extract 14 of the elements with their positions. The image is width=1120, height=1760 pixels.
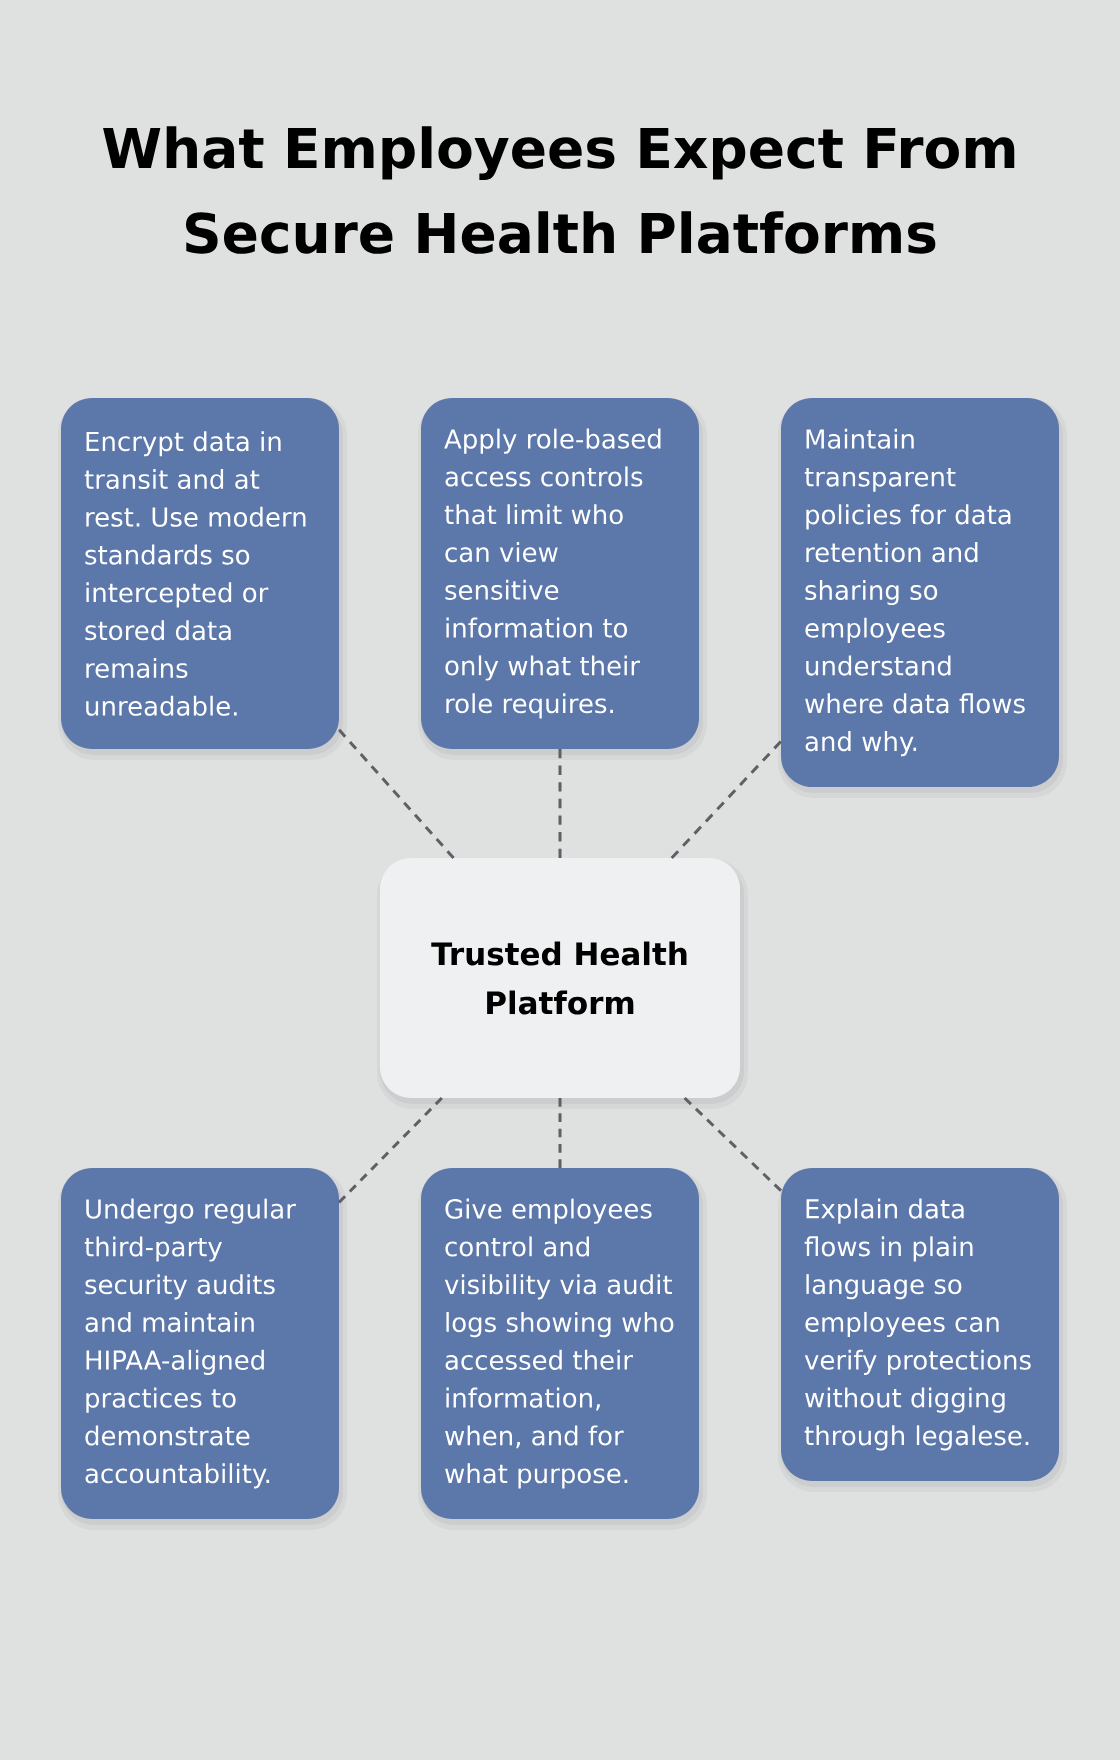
text-box: Apply role-based access controls that limit who can view sensitive information to only what their role requires. [418,398,707,760]
title: What Employees Expect From Secure Health Platforms [103,126,1015,254]
connector-line [558,749,562,858]
hub-box: Trusted Health Platform [377,858,748,1109]
text-box: Encrypt data in transit and at rest. Use modern standards so intercepted or stored data remains unreadable. [58,398,347,760]
text-box: Undergo regular third-party security audits and maintain HIPAA-aligned practices to demonstrate accountability. [58,1168,347,1530]
text-box: Give employees control and visibility via audit logs showing who accessed their information, when, and for what purpose. [418,1168,707,1530]
connector-line [683,1096,783,1192]
connector-line [337,728,455,859]
connector-line [670,740,783,860]
connector-line [558,1098,562,1168]
connector-line [337,1096,443,1204]
text-box: Explain data flows in plain language so employees can verify protections without digging through legalese. [778,1168,1067,1492]
text-box: Maintain transparent policies for data retention and sharing so employees understand where data flows and why. [778,398,1067,798]
